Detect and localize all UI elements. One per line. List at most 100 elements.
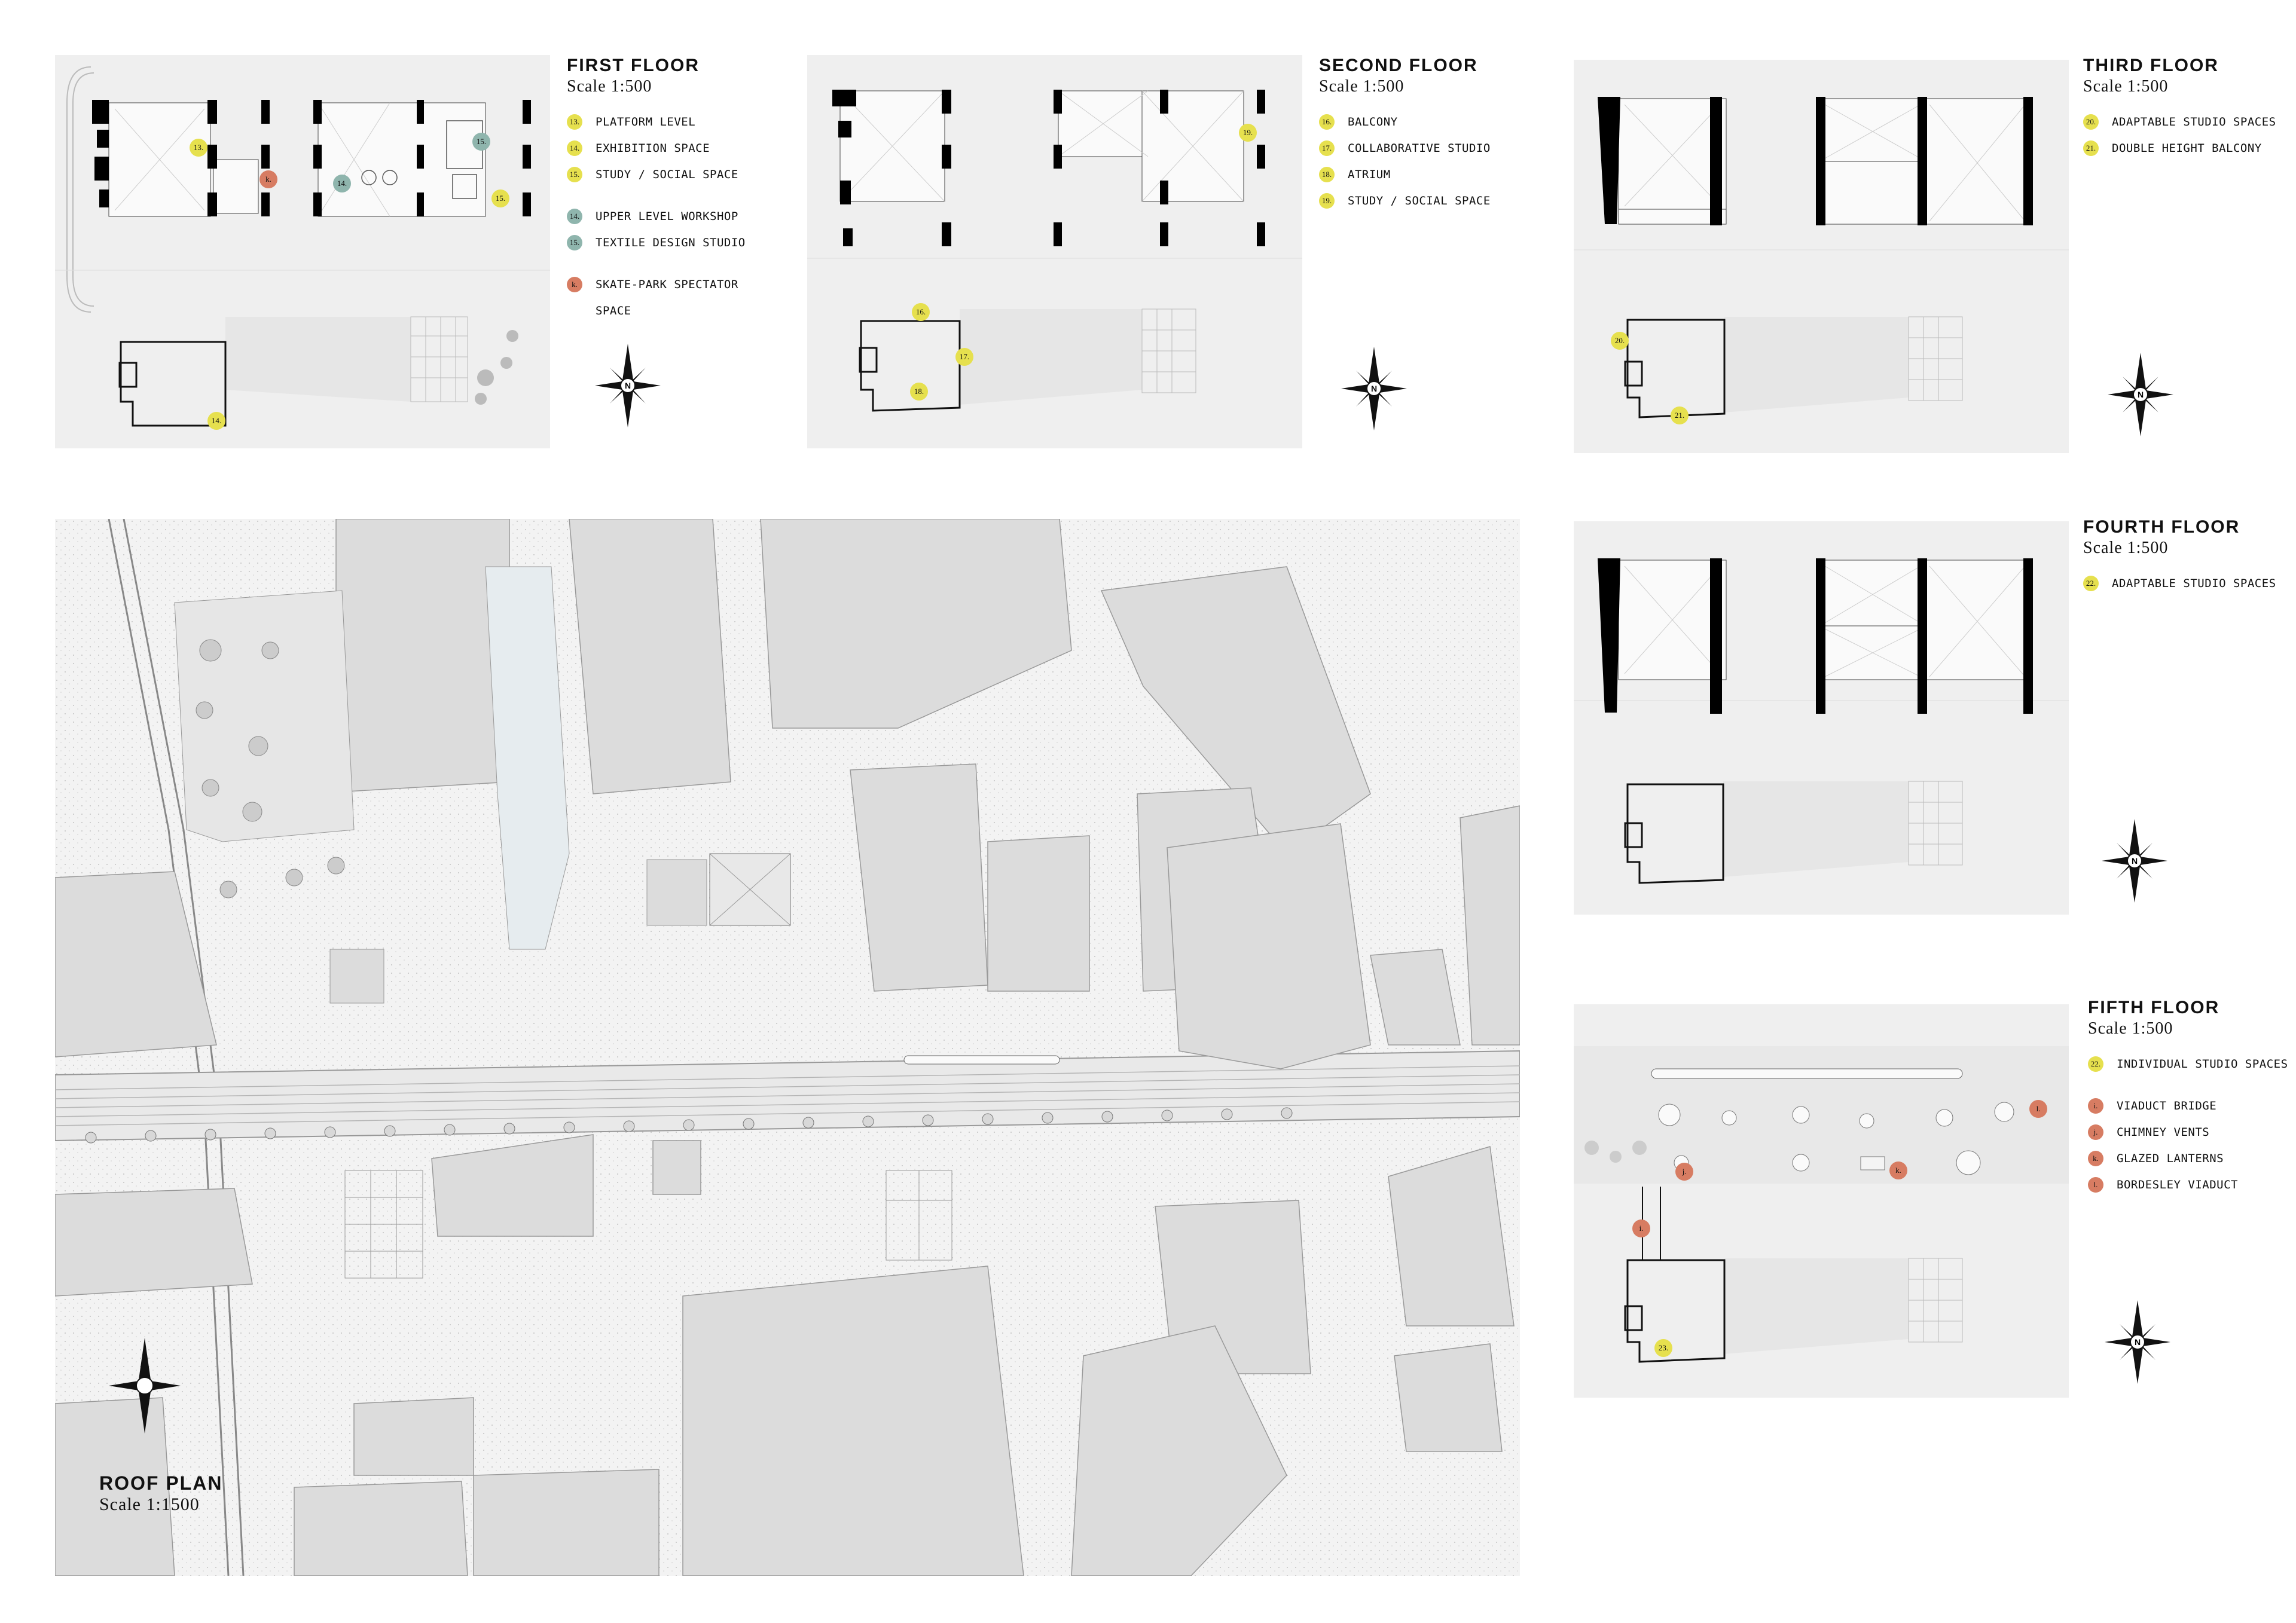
roof-plan-label: ROOF PLAN Scale 1:1500 bbox=[99, 1472, 222, 1515]
marker-23: 23. bbox=[1654, 1339, 1672, 1357]
legend-label: ATRIUM bbox=[1348, 168, 1391, 181]
legend-label: ADAPTABLE STUDIO SPACES bbox=[2112, 115, 2276, 129]
marker-14: 14. bbox=[207, 412, 225, 430]
legend-label: PLATFORM LEVEL bbox=[596, 115, 696, 129]
north-arrow-icon: N bbox=[2102, 1297, 2173, 1387]
legend-item: j. CHIMNEY VENTS bbox=[2088, 1119, 2288, 1145]
second-floor-legend: SECOND FLOOR Scale 1:500 16. BALCONY 17. C… bbox=[1319, 55, 1491, 214]
legend-label: EXHIBITION SPACE bbox=[596, 142, 710, 155]
roof-plan-title: ROOF PLAN bbox=[99, 1472, 223, 1494]
second-floor-plan-drawing bbox=[807, 90, 1302, 412]
marker-19: 19. bbox=[1239, 124, 1257, 142]
legend-item: 21. DOUBLE HEIGHT BALCONY bbox=[2083, 135, 2276, 161]
fourth-floor-plan-drawing bbox=[1574, 558, 2069, 884]
north-arrow-icon: N bbox=[2105, 350, 2176, 439]
marker-18: 18. bbox=[910, 383, 928, 401]
marker-15: 15. bbox=[491, 189, 509, 207]
fourth-floor-legend: FOURTH FLOOR Scale 1:500 22.ADAPTABLE ST… bbox=[2083, 516, 2276, 597]
legend-label: TEXTILE DESIGN STUDIO bbox=[596, 236, 746, 249]
first-floor-panel: 13. k. 14. 15. 15. 14. bbox=[55, 55, 550, 448]
floor-title: SECOND FLOOR bbox=[1319, 56, 1478, 75]
north-arrow-icon: N bbox=[592, 341, 664, 430]
legend-label: STUDY / SOCIAL SPACE bbox=[1348, 194, 1491, 207]
legend-item: 18.ATRIUM bbox=[1319, 161, 1491, 188]
roof-plan-scale: Scale 1:1500 bbox=[99, 1494, 200, 1514]
svg-text:N: N bbox=[1371, 384, 1377, 393]
marker-i: i. bbox=[1632, 1219, 1650, 1237]
svg-text:N: N bbox=[2135, 1337, 2141, 1347]
legend-item: k. SKATE-PARK SPECTATOR bbox=[567, 271, 746, 298]
legend-item: 15.TEXTILE DESIGN STUDIO bbox=[567, 230, 746, 256]
legend-item: k. GLAZED LANTERNS bbox=[2088, 1145, 2288, 1172]
fifth-floor-legend: FIFTH FLOOR Scale 1:500 22.INDIVIDUAL ST… bbox=[2088, 997, 2288, 1198]
first-floor-legend: FIRST FLOOR Scale 1:500 13. PLATFORM LEVE… bbox=[567, 55, 746, 324]
legend-item: l. BORDESLEY VIADUCT bbox=[2088, 1172, 2288, 1198]
legend-label: UPPER LEVEL WORKSHOP bbox=[596, 210, 738, 223]
marker-j: j. bbox=[1675, 1163, 1693, 1181]
fifth-floor-panel: l. j. k. i. 23. bbox=[1574, 1004, 2069, 1398]
floor-title: FIFTH FLOOR bbox=[2088, 998, 2220, 1017]
north-arrow-icon: N bbox=[1338, 344, 1410, 433]
legend-number: l. bbox=[2088, 1177, 2103, 1193]
legend-label: SKATE-PARK SPECTATOR bbox=[596, 278, 738, 291]
legend-item: 17. COLLABORATIVE STUDIO bbox=[1319, 135, 1491, 161]
legend-number: 17. bbox=[1319, 140, 1335, 156]
marker-13: 13. bbox=[190, 139, 207, 157]
legend-number: 14. bbox=[567, 209, 582, 224]
fifth-floor-plan-drawing bbox=[1574, 1046, 2069, 1363]
floor-scale: Scale 1:500 bbox=[567, 77, 652, 96]
legend-number: j. bbox=[2088, 1124, 2103, 1140]
legend-item: 14. EXHIBITION SPACE bbox=[567, 135, 746, 161]
legend-label: COLLABORATIVE STUDIO bbox=[1348, 142, 1491, 155]
floor-scale: Scale 1:500 bbox=[2083, 539, 2169, 557]
legend-item: 20. ADAPTABLE STUDIO SPACES bbox=[2083, 109, 2276, 135]
floor-title: FOURTH FLOOR bbox=[2083, 517, 2240, 537]
legend-label: VIADUCT BRIDGE bbox=[2117, 1099, 2217, 1112]
roof-plan-north-arrow bbox=[109, 1338, 181, 1434]
legend-label-continued: SPACE bbox=[596, 304, 631, 317]
svg-text:N: N bbox=[2132, 856, 2138, 866]
legend-number: 14. bbox=[567, 140, 582, 156]
legend-item: 15.STUDY / SOCIAL SPACE bbox=[567, 161, 746, 188]
second-floor-panel: 19. 16. 17. 18. bbox=[807, 55, 1302, 448]
floor-title: FIRST FLOOR bbox=[567, 56, 700, 75]
floor-scale: Scale 1:500 bbox=[1319, 77, 1405, 96]
legend-label: BALCONY bbox=[1348, 115, 1398, 129]
svg-text:N: N bbox=[2138, 390, 2144, 399]
marker-17: 17. bbox=[955, 348, 973, 366]
legend-label: CHIMNEY VENTS bbox=[2117, 1126, 2210, 1139]
marker-14-teal: 14. bbox=[333, 175, 351, 192]
third-floor-panel: 20. 21. bbox=[1574, 60, 2069, 453]
legend-item: 16. BALCONY bbox=[1319, 109, 1491, 135]
legend-number: 16. bbox=[1319, 114, 1335, 130]
legend-number: 20. bbox=[2083, 114, 2099, 130]
legend-number: 21. bbox=[2083, 140, 2099, 156]
legend-label: STUDY / SOCIAL SPACE bbox=[596, 168, 738, 181]
legend-number: 19. bbox=[1319, 193, 1335, 209]
marker-20: 20. bbox=[1611, 332, 1629, 350]
floor-scale: Scale 1:500 bbox=[2083, 77, 2169, 96]
legend-number: 13. bbox=[567, 114, 582, 130]
floor-scale: Scale 1:500 bbox=[2088, 1019, 2173, 1038]
third-floor-legend: THIRD FLOOR Scale 1:500 20. ADAPTABLE STU… bbox=[2083, 55, 2276, 161]
legend-label: INDIVIDUAL STUDIO SPACES bbox=[2117, 1057, 2288, 1071]
legend-number: k. bbox=[2088, 1151, 2103, 1166]
marker-k: k. bbox=[1889, 1162, 1907, 1179]
legend-number: i. bbox=[2088, 1098, 2103, 1114]
legend-item: 14. UPPER LEVEL WORKSHOP bbox=[567, 203, 746, 230]
marker-k: k. bbox=[259, 170, 277, 188]
legend-item: 22.INDIVIDUAL STUDIO SPACES bbox=[2088, 1051, 2288, 1077]
legend-label: ADAPTABLE STUDIO SPACES bbox=[2112, 577, 2276, 590]
svg-text:N: N bbox=[625, 381, 631, 390]
legend-label: DOUBLE HEIGHT BALCONY bbox=[2112, 142, 2262, 155]
third-floor-plan-drawing bbox=[1574, 97, 2069, 418]
legend-label: BORDESLEY VIADUCT bbox=[2117, 1178, 2238, 1191]
first-floor-plan-drawing bbox=[55, 66, 550, 427]
marker-l: l. bbox=[2029, 1100, 2047, 1118]
floor-title: THIRD FLOOR bbox=[2083, 56, 2219, 75]
legend-number: k. bbox=[567, 277, 582, 292]
legend-item: i. VIADUCT BRIDGE bbox=[2088, 1093, 2288, 1119]
roof-plan-drawing bbox=[55, 519, 1520, 1576]
legend-label: GLAZED LANTERNS bbox=[2117, 1152, 2224, 1165]
north-arrow-icon: N bbox=[2099, 816, 2170, 906]
